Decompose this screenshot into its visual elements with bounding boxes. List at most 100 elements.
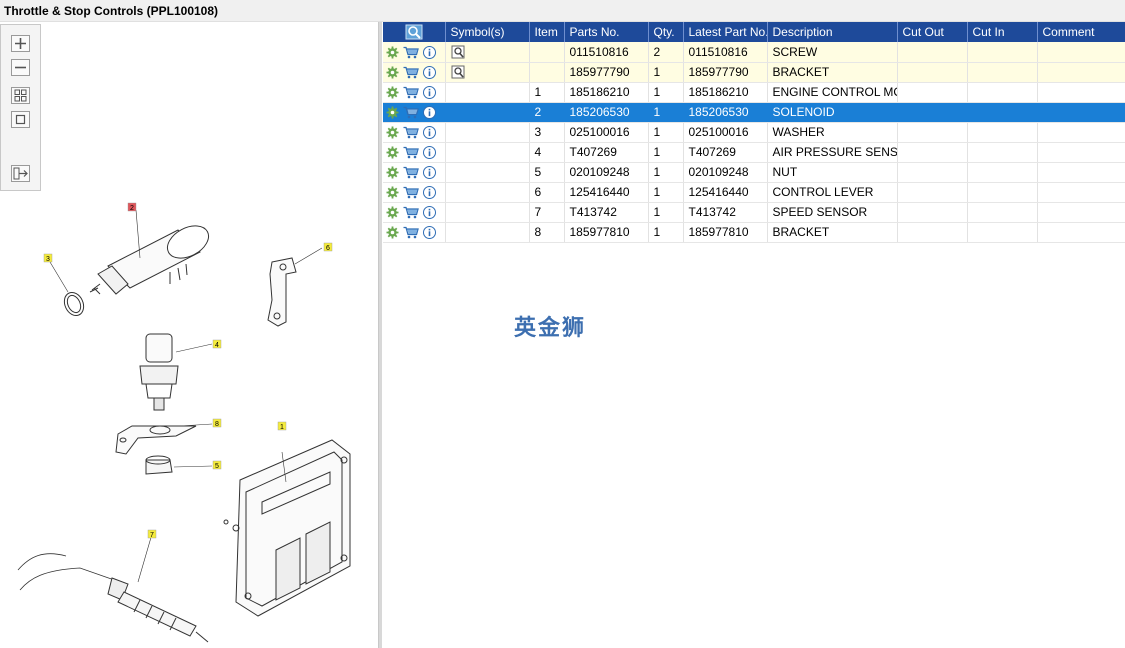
magnifier-doc-icon[interactable] — [451, 45, 467, 59]
gear-icon[interactable] — [386, 146, 399, 159]
cell-cut-out — [897, 182, 968, 203]
cell-qty: 1 — [648, 142, 684, 163]
cell-latest-part-no: 185206530 — [683, 102, 768, 123]
column-header-tools[interactable] — [383, 22, 446, 42]
cart-icon[interactable] — [403, 46, 419, 59]
cell-description: BRACKET — [767, 62, 898, 83]
cell-qty: 1 — [648, 182, 684, 203]
callout-3-label: 3 — [46, 256, 50, 263]
column-header-cut-out[interactable]: Cut Out — [897, 22, 968, 42]
parts-diagram[interactable]: 2 3 6 4 8 5 1 7 — [0, 22, 380, 648]
gear-icon[interactable] — [386, 86, 399, 99]
gear-icon[interactable] — [386, 66, 399, 79]
cell-qty: 1 — [648, 102, 684, 123]
column-header-symbols[interactable]: Symbol(s) — [445, 22, 530, 42]
info-icon[interactable] — [423, 166, 436, 180]
pane-splitter[interactable] — [378, 22, 382, 648]
zoom-in-button[interactable] — [11, 35, 30, 52]
cell-comment — [1037, 142, 1125, 163]
callout-8-label: 8 — [215, 421, 219, 428]
info-icon[interactable] — [423, 45, 436, 59]
cell-item: 4 — [529, 142, 565, 163]
cell-cut-out — [897, 102, 968, 123]
cell-description: CONTROL LEVER — [767, 182, 898, 203]
fit-all-button[interactable] — [11, 87, 30, 104]
column-header-qty[interactable]: Qty. — [648, 22, 684, 42]
grid-icon — [14, 89, 27, 102]
zoom-out-button[interactable] — [11, 59, 30, 76]
cart-icon[interactable] — [403, 126, 419, 139]
cell-symbols[interactable] — [445, 62, 530, 83]
cell-cut-in — [967, 142, 1038, 163]
info-icon[interactable] — [423, 86, 436, 100]
info-icon[interactable] — [423, 206, 436, 220]
cell-description: NUT — [767, 162, 898, 183]
cell-cut-in — [967, 42, 1038, 63]
export-button[interactable] — [11, 165, 30, 182]
cell-symbols — [445, 162, 530, 183]
cart-icon[interactable] — [403, 206, 419, 219]
info-icon[interactable] — [423, 126, 436, 140]
cell-description: WASHER — [767, 122, 898, 143]
part-ecm-drawing — [223, 439, 351, 617]
magnifier-doc-icon[interactable] — [451, 65, 467, 79]
cart-icon[interactable] — [403, 166, 419, 179]
cart-icon[interactable] — [403, 186, 419, 199]
gear-icon[interactable] — [386, 226, 399, 239]
cell-comment — [1037, 222, 1125, 243]
column-header-latest-part-no[interactable]: Latest Part No. — [683, 22, 768, 42]
cart-icon[interactable] — [403, 106, 419, 119]
part-solenoid-drawing — [89, 209, 210, 295]
info-icon[interactable] — [423, 186, 436, 200]
info-icon[interactable] — [423, 106, 436, 120]
callout-4-label: 4 — [215, 342, 219, 349]
column-header-comment[interactable]: Comment — [1037, 22, 1125, 42]
gear-icon[interactable] — [386, 206, 399, 219]
callout-8: 8 — [212, 418, 222, 428]
info-icon[interactable] — [423, 226, 436, 240]
column-header-parts-no[interactable]: Parts No. — [564, 22, 649, 42]
gear-icon[interactable] — [386, 46, 399, 59]
cell-part-no: 185977810 — [564, 222, 649, 243]
cell-description: SOLENOID — [767, 102, 898, 123]
cell-description: SCREW — [767, 42, 898, 63]
column-header-description[interactable]: Description — [767, 22, 898, 42]
info-icon[interactable] — [423, 66, 436, 80]
cell-qty: 1 — [648, 222, 684, 243]
gear-icon[interactable] — [386, 166, 399, 179]
cell-cut-out — [897, 202, 968, 223]
gear-icon[interactable] — [386, 186, 399, 199]
gear-icon[interactable] — [386, 126, 399, 139]
cell-part-no: 185186210 — [564, 82, 649, 103]
part-speed-sensor-drawing — [17, 533, 209, 643]
info-icon[interactable] — [423, 146, 436, 160]
gear-icon[interactable] — [386, 106, 399, 119]
part-control-lever-drawing — [267, 247, 323, 327]
cell-cut-in — [967, 62, 1038, 83]
cell-comment — [1037, 202, 1125, 223]
cart-icon[interactable] — [403, 86, 419, 99]
actual-size-button[interactable] — [11, 111, 30, 128]
cell-row-actions — [383, 142, 446, 163]
cell-row-actions — [383, 82, 446, 103]
column-header-cut-in[interactable]: Cut In — [967, 22, 1038, 42]
cell-symbols[interactable] — [445, 42, 530, 63]
cell-cut-in — [967, 162, 1038, 183]
minus-icon — [15, 66, 26, 69]
cart-icon[interactable] — [403, 226, 419, 239]
cart-icon[interactable] — [403, 66, 419, 79]
illustration-pane[interactable]: 2 3 6 4 8 5 1 7 — [0, 22, 380, 648]
cart-icon[interactable] — [403, 146, 419, 159]
column-header-item[interactable]: Item — [529, 22, 565, 42]
